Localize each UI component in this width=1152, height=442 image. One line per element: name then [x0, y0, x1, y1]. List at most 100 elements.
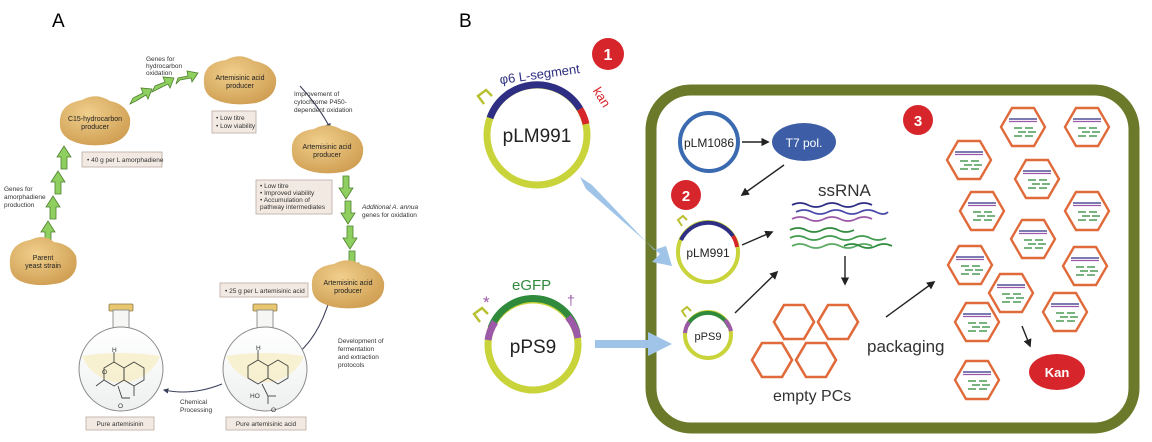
plasmid-plm991: pLM991 φ6 L-segment kan [476, 61, 614, 189]
marker-3: 3 [903, 105, 933, 135]
box-b2-line1: • Low titre [216, 115, 245, 122]
p450-arrow [299, 85, 331, 129]
ssrna-strands [789, 202, 893, 249]
arrow-pps9-to-ssrna [734, 270, 779, 314]
ssrna-label: ssRNA [818, 181, 872, 200]
flask-right-ho: HO [250, 393, 260, 400]
step-annua-line1: Additional A. annua [361, 204, 419, 211]
empty-pcs-label: empty PCs [773, 388, 851, 405]
kan-node: Kan [1029, 354, 1085, 390]
egfp-label: eGFP [512, 277, 551, 294]
cell-parent-line1: Parent [33, 255, 54, 262]
plasmid-plm1086-label: pLM1086 [684, 136, 734, 150]
plasmid-pps9-small-label: pPS9 [695, 331, 722, 343]
plasmid-pps9-label: pPS9 [510, 337, 556, 358]
step-chemical-line2: Processing [180, 407, 213, 414]
cell-c15-line2: producer [81, 124, 109, 131]
box-b3-line1: • Low titre [260, 183, 289, 190]
box-b4-line1: • 25 g per L artemisinic acid [225, 288, 305, 295]
blue-arrows [580, 177, 672, 356]
cell-aa3-line2: producer [334, 288, 362, 295]
marker-1-text: 1 [604, 47, 613, 64]
step-p450-line2: cytochrome P450- [294, 99, 347, 106]
cell-aa3-line1: Artemisinic acid [323, 280, 372, 287]
step-fermentation-line3: and extraction [338, 354, 379, 361]
t7pol-label: T7 pol. [786, 136, 823, 150]
flask-left-h1: H [112, 347, 117, 354]
step-chemical-line1: Chemical [180, 399, 208, 406]
cell-aa2-line2: producer [313, 152, 341, 159]
box-b1-line1: • 40 g per L amorphadiene [87, 157, 164, 164]
kan-node-label: Kan [1045, 365, 1070, 380]
marker-2-text: 2 [682, 188, 690, 205]
flask-right: H HO O Pure artemisinic acid [222, 303, 308, 431]
marker-1: 1 [592, 38, 624, 70]
plasmid-plm1086: pLM1086 [678, 111, 740, 173]
arrow-plm991-to-ssrna [741, 230, 774, 246]
plasmid-plm991-label: pLM991 [503, 126, 572, 147]
step-amorphadiene: Genes for amorphadiene production [4, 186, 46, 209]
step-hydrocarbon-line2: hydrocarbon [146, 63, 183, 70]
flask-left-o2: O [118, 403, 123, 410]
step-fermentation-line4: protocols [338, 362, 365, 369]
cell-aa2-line1: Artemisinic acid [302, 144, 351, 151]
step-annua-line2: genes for oxidation [362, 212, 417, 219]
step-p450-line1: Improvement of [294, 91, 339, 98]
step-fermentation-line1: Development of [338, 338, 384, 345]
plasmid-pps9-small: pPS9 [680, 305, 733, 360]
cell-parent: Parent yeast strain [9, 236, 77, 286]
box-b3-line2: • Improved viability [260, 190, 315, 197]
step-amorphadiene-line2: amorphadiene [4, 194, 46, 201]
dagger-label: † [567, 292, 575, 308]
cell-c15: C15-hydrocarbon producer [59, 96, 131, 146]
step-p450-line3: dependent oxidation [294, 107, 353, 114]
arrow-to-kan [1021, 325, 1032, 348]
flask-right-o: O [271, 407, 276, 414]
step-amorphadiene-line1: Genes for [4, 186, 33, 193]
cell-aa3: Artemisinic acid producer [311, 260, 385, 309]
cell-parent-line2: yeast strain [25, 263, 61, 270]
cell-aa1-line1: Artemisinic acid [215, 75, 264, 82]
packaging-label: packaging [867, 337, 945, 356]
box-b2-line2: • Low viability [216, 123, 256, 130]
marker-3-text: 3 [914, 113, 922, 130]
box-b4: • 25 g per L artemisinic acid [219, 282, 309, 298]
plasmid-pps9: pPS9 eGFP * † [472, 277, 582, 394]
step-fermentation-line2: fermentation [338, 346, 375, 353]
plasmid-plm991-small: pLM991 [676, 214, 740, 284]
step-hydrocarbon-line1: Genes for [146, 56, 175, 63]
flask-right-label: Pure artemisinic acid [236, 421, 297, 428]
green-arrows-amorphadiene [40, 145, 72, 245]
t7-promoter-small-icon-2 [680, 305, 692, 318]
box-b3: • Low titre • Improved viability • Accum… [255, 179, 333, 215]
flask-left: H O O Pure artemisinin [78, 303, 164, 431]
arrow-t7-to-plm991 [740, 164, 785, 196]
cell-aa1-line2: producer [226, 83, 254, 90]
marker-2: 2 [671, 180, 701, 210]
flask-left-o: O [102, 369, 107, 376]
box-b1: • 40 g per L amorphadiene [81, 151, 164, 168]
t7-promoter-icon-2 [472, 306, 489, 323]
kan-label: kan [590, 84, 614, 110]
arrow-packaging [885, 281, 936, 318]
panel-b: B 1 2 3 pLM991 φ6 L-segment kan [459, 11, 1140, 434]
t7-promoter-small-icon [676, 214, 688, 227]
step-fermentation: Development of fermentation and extracti… [338, 338, 384, 369]
flask-left-label: Pure artemisinin [97, 421, 144, 428]
green-arrows-hydrocarbon [129, 70, 199, 105]
cell-aa2: Artemisinic acid producer [291, 125, 364, 174]
step-annua: Additional A. annua genes for oxidation [361, 204, 419, 219]
cell-aa1: Artemisinic acid producer [203, 56, 277, 105]
panel-a: A Parent yeast strain [4, 11, 419, 431]
cell-c15-line1: C15-hydrocarbon [68, 116, 122, 123]
box-b2: • Low titre • Low viability [211, 110, 257, 134]
star-label: * [483, 293, 490, 312]
plasmid-plm991-small-label: pLM991 [686, 246, 730, 260]
flask-right-h1: H [256, 345, 261, 352]
step-hydrocarbon: Genes for hydrocarbon oxidation [146, 56, 183, 77]
panel-a-letter: A [52, 11, 65, 32]
panel-b-letter: B [459, 11, 472, 32]
green-arrows-annua [338, 175, 360, 275]
